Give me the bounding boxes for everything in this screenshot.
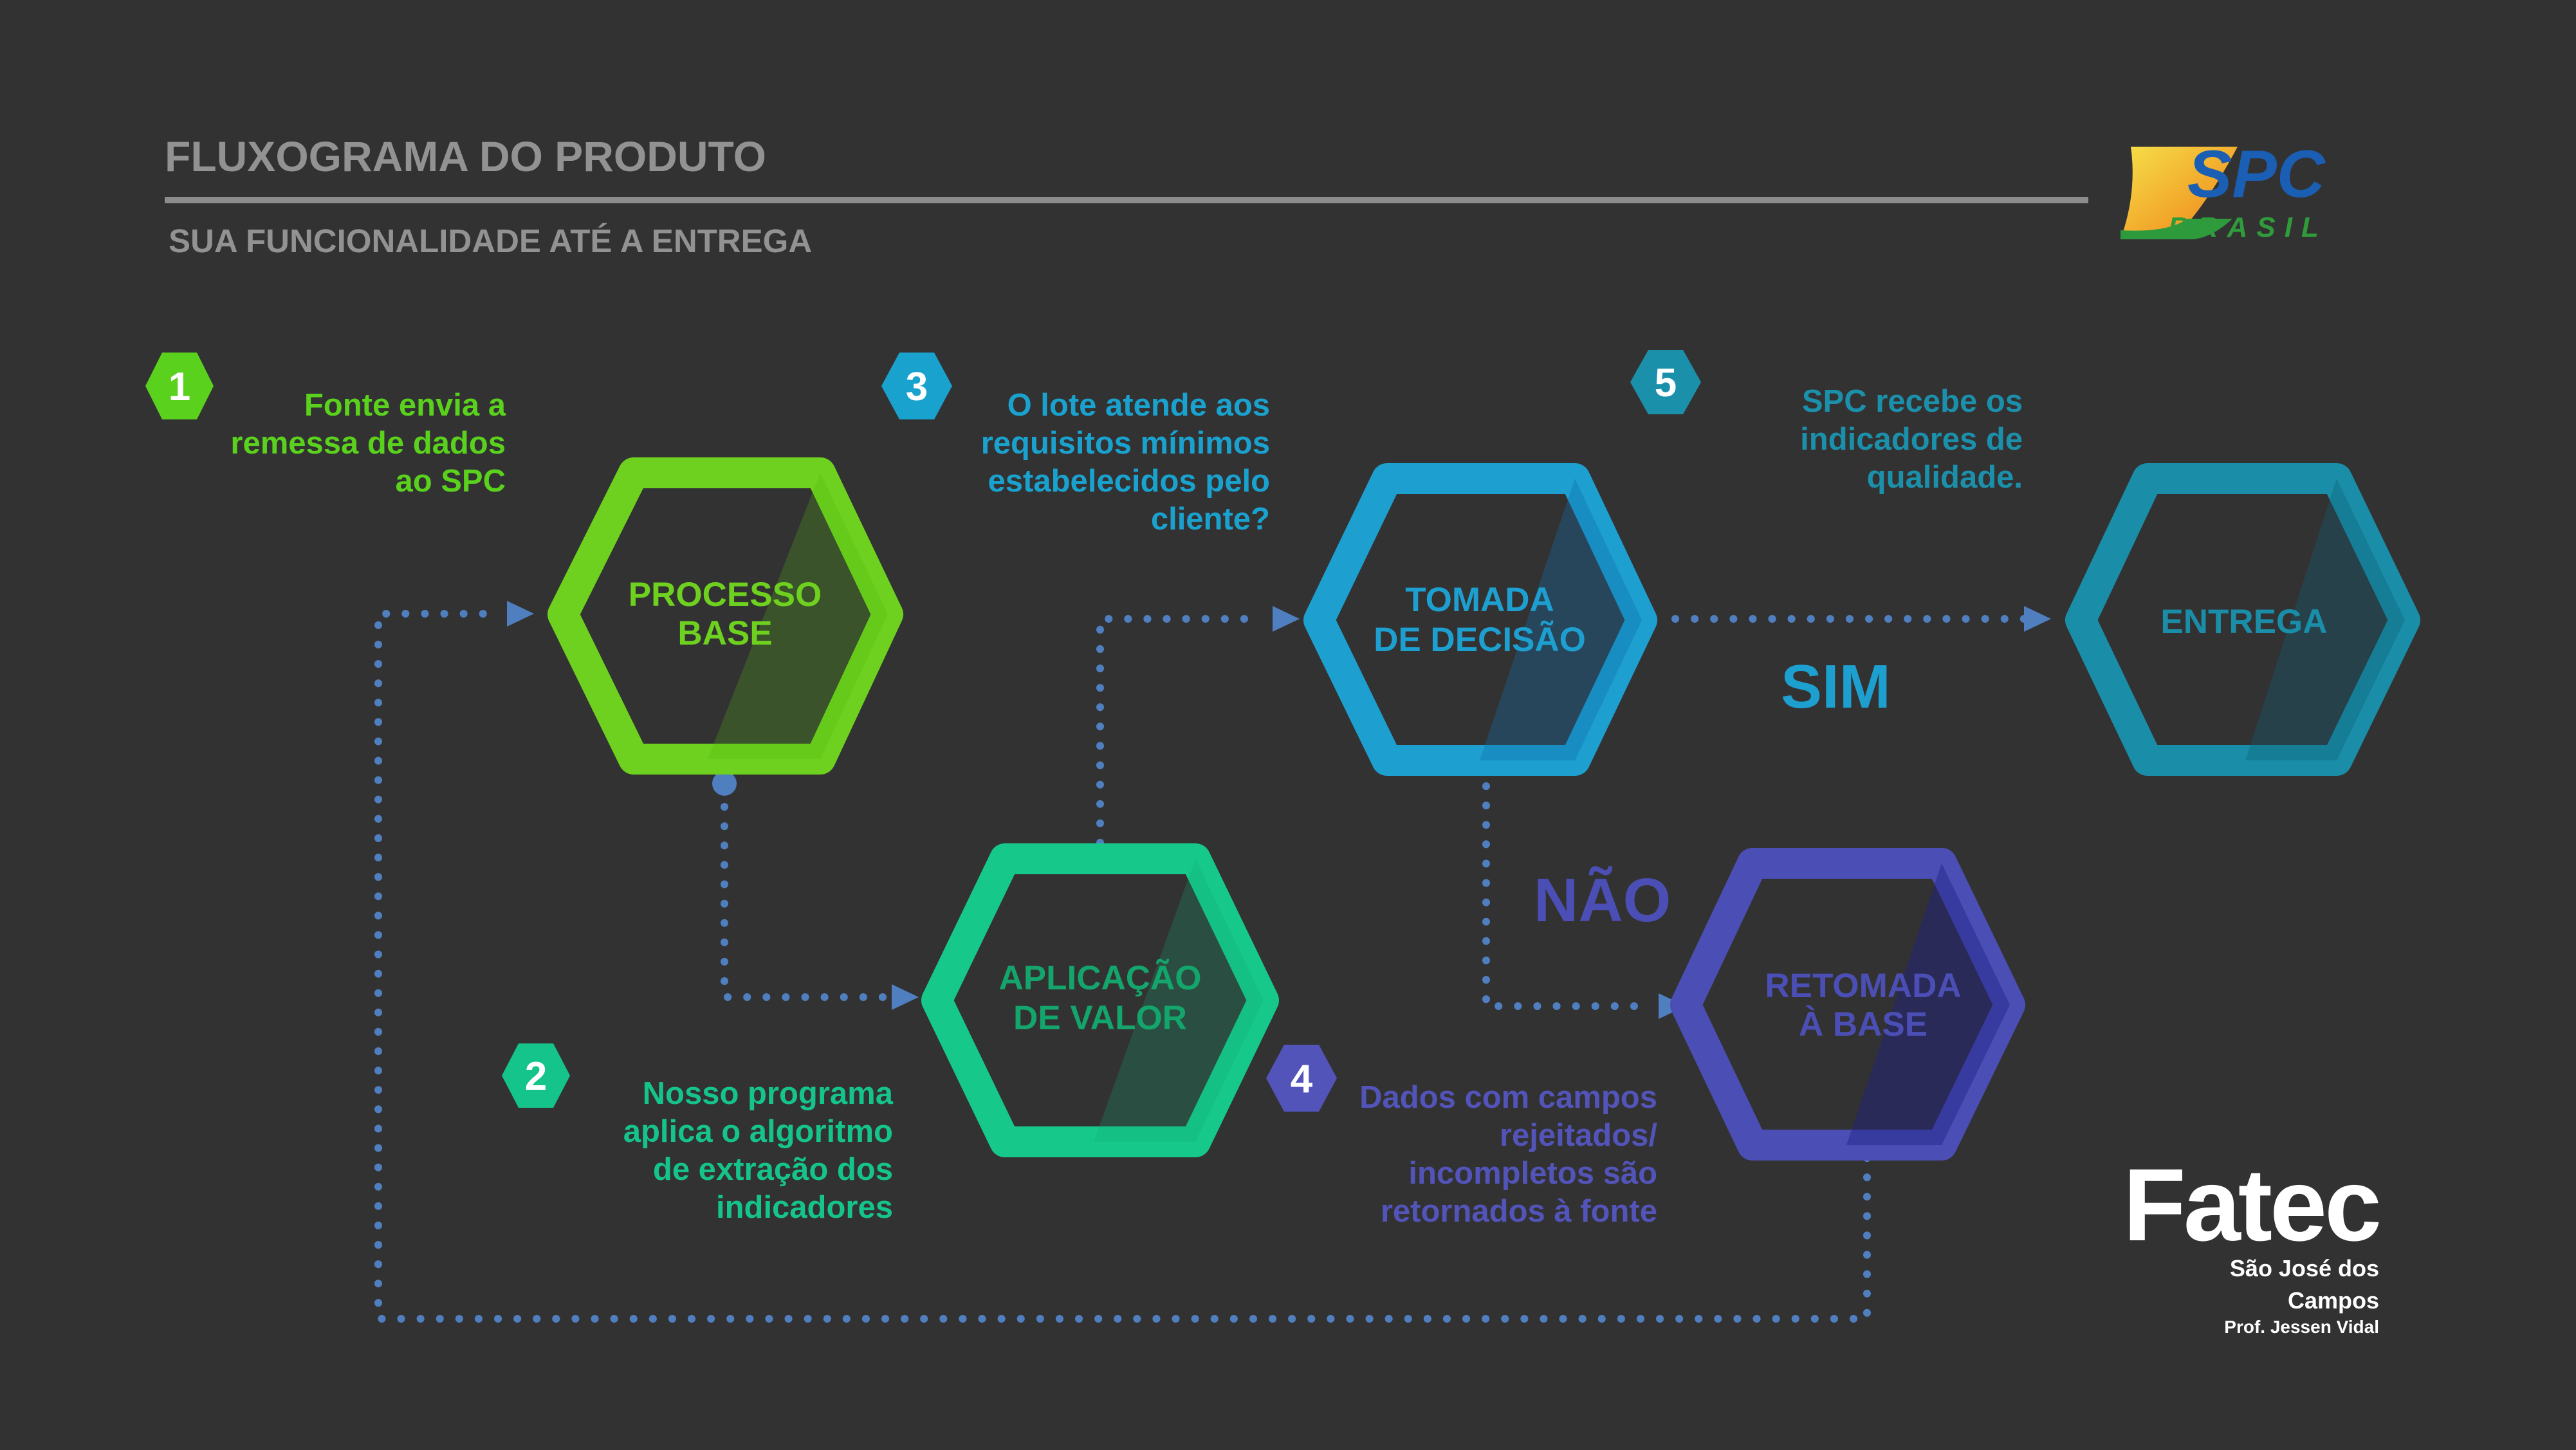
- step-1-badge: [145, 353, 214, 419]
- step-4: 4 Dados com campos rejeitados/ incomplet…: [1266, 1045, 1657, 1229]
- step-4-text-line1: Dados com campos: [1359, 1080, 1657, 1115]
- page-subtitle: SUA FUNCIONALIDADE ATÉ A ENTREGA: [169, 223, 812, 259]
- step-4-text-line3: incompletos são: [1408, 1156, 1657, 1191]
- fatec-professor: Prof. Jessen Vidal: [2224, 1317, 2379, 1337]
- hexagon-aplicacao-valor: [921, 843, 1279, 1157]
- hexagon-shade: [708, 473, 888, 759]
- arrow-to-aplicacao: [892, 984, 919, 1010]
- arrow-to-tomada: [1273, 606, 1300, 632]
- connector-nao-to-retomada: [1482, 782, 1652, 1010]
- brasil-logo-text: BRASIL: [2168, 212, 2328, 243]
- spc-logo-text: SPC: [2187, 137, 2326, 212]
- step-2-number: 2: [525, 1054, 547, 1099]
- step-5-text-line2: indicadores de: [1800, 422, 2023, 457]
- step-4-text-line4: retornados à fonte: [1381, 1194, 1657, 1229]
- retomada-base-label-line1: RETOMADA: [1765, 967, 1961, 1005]
- connector-start-dot: [712, 771, 737, 796]
- spc-green-stripe: [2121, 219, 2232, 239]
- step-1-text-line1: Fonte envia a: [304, 388, 506, 423]
- entrega-label: ENTREGA: [2160, 603, 2327, 641]
- hexagon-entrega: [2065, 463, 2420, 776]
- aplicacao-valor-label-line1: APLICAÇÃO: [998, 959, 1201, 997]
- step-5: 5 SPC recebe os indicadores de qualidade…: [1630, 350, 2023, 495]
- node-processo-base: PROCESSO BASE: [547, 457, 903, 775]
- step-5-number: 5: [1655, 361, 1677, 405]
- step-1-text-line2: remessa de dados: [230, 426, 506, 461]
- step-4-text-line2: rejeitados/: [1500, 1118, 1657, 1153]
- connector-retomada-loop-back: [374, 610, 1871, 1323]
- fatec-campus-line1: São José dos: [2230, 1255, 2379, 1281]
- step-5-badge: [1630, 350, 1701, 414]
- tomada-decisao-label-line1: TOMADA: [1405, 581, 1554, 619]
- step-1: 1 Fonte envia a remessa de dados ao SPC: [145, 353, 506, 499]
- node-tomada-decisao: TOMADA DE DECISÃO: [1303, 463, 1657, 776]
- hexagon-shade: [1094, 859, 1264, 1142]
- fatec-logo-text: Fatec: [2123, 1147, 2379, 1262]
- hexagon-tomada-decisao: [1303, 463, 1657, 776]
- connector-aplicacao-to-tomada: [1096, 615, 1265, 847]
- step-3-text-line3: estabelecidos pelo: [988, 464, 1270, 499]
- page-title: FLUXOGRAMA DO PRODUTO: [165, 133, 766, 180]
- processo-base-label-line1: PROCESSO: [629, 576, 822, 614]
- step-3-number: 3: [906, 365, 928, 409]
- step-2-text-line4: indicadores: [716, 1190, 893, 1225]
- node-entrega: ENTREGA: [2065, 463, 2420, 776]
- arrow-to-processo: [507, 601, 534, 627]
- connector-processo-to-aplicacao: [721, 784, 905, 1001]
- hexagon-processo-base: [547, 457, 903, 775]
- step-4-badge: [1266, 1045, 1337, 1112]
- retomada-base-label-line2: À BASE: [1799, 1005, 1927, 1043]
- hexagon-retomada-base: [1670, 848, 2025, 1161]
- step-2-text-line3: de extração dos: [653, 1152, 893, 1187]
- step-5-text-line3: qualidade.: [1867, 460, 2023, 495]
- step-2-text-line1: Nosso programa: [643, 1076, 894, 1111]
- step-4-number: 4: [1291, 1057, 1313, 1101]
- node-retomada-base: RETOMADA À BASE: [1670, 848, 2025, 1161]
- hexagon-shade: [1480, 479, 1642, 760]
- node-aplicacao-valor: APLICAÇÃO DE VALOR: [921, 843, 1279, 1157]
- step-2: 2 Nosso programa aplica o algoritmo de e…: [502, 1043, 894, 1225]
- fatec-logo: Fatec São José dos Campos Prof. Jessen V…: [2123, 1147, 2382, 1337]
- header: FLUXOGRAMA DO PRODUTO SUA FUNCIONALIDADE…: [165, 133, 2088, 259]
- step-1-number: 1: [169, 365, 190, 409]
- branch-label-sim: SIM: [1781, 652, 1891, 721]
- step-3-text-line1: O lote atende aos: [1007, 388, 1270, 423]
- branch-label-nao: NÃO: [1534, 865, 1671, 935]
- arrow-to-entrega: [2024, 606, 2051, 632]
- step-2-text-line2: aplica o algoritmo: [623, 1114, 893, 1149]
- step-2-badge: [502, 1043, 570, 1108]
- step-1-text-line3: ao SPC: [395, 464, 506, 499]
- connectors: [374, 610, 2038, 1323]
- step-3-badge: [881, 353, 952, 419]
- spc-brasil-logo: SPC BRASIL: [2121, 137, 2328, 243]
- processo-base-label-line2: BASE: [677, 614, 772, 652]
- step-5-text-line1: SPC recebe os: [1802, 384, 2023, 419]
- spc-swoosh-icon: [2121, 147, 2238, 239]
- connector-arrowheads: [507, 601, 2051, 1019]
- hexagon-shade: [2245, 479, 2405, 760]
- header-divider: [165, 197, 2088, 203]
- hexagon-shade: [1846, 863, 2010, 1145]
- step-3-text-line4: cliente?: [1151, 502, 1270, 537]
- tomada-decisao-label-line2: DE DECISÃO: [1374, 620, 1586, 659]
- fatec-campus-line2: Campos: [2288, 1287, 2379, 1314]
- step-3-text-line2: requisitos mínimos: [981, 426, 1270, 461]
- aplicacao-valor-label-line2: DE VALOR: [1013, 999, 1187, 1037]
- step-3: 3 O lote atende aos requisitos mínimos e…: [881, 353, 1270, 537]
